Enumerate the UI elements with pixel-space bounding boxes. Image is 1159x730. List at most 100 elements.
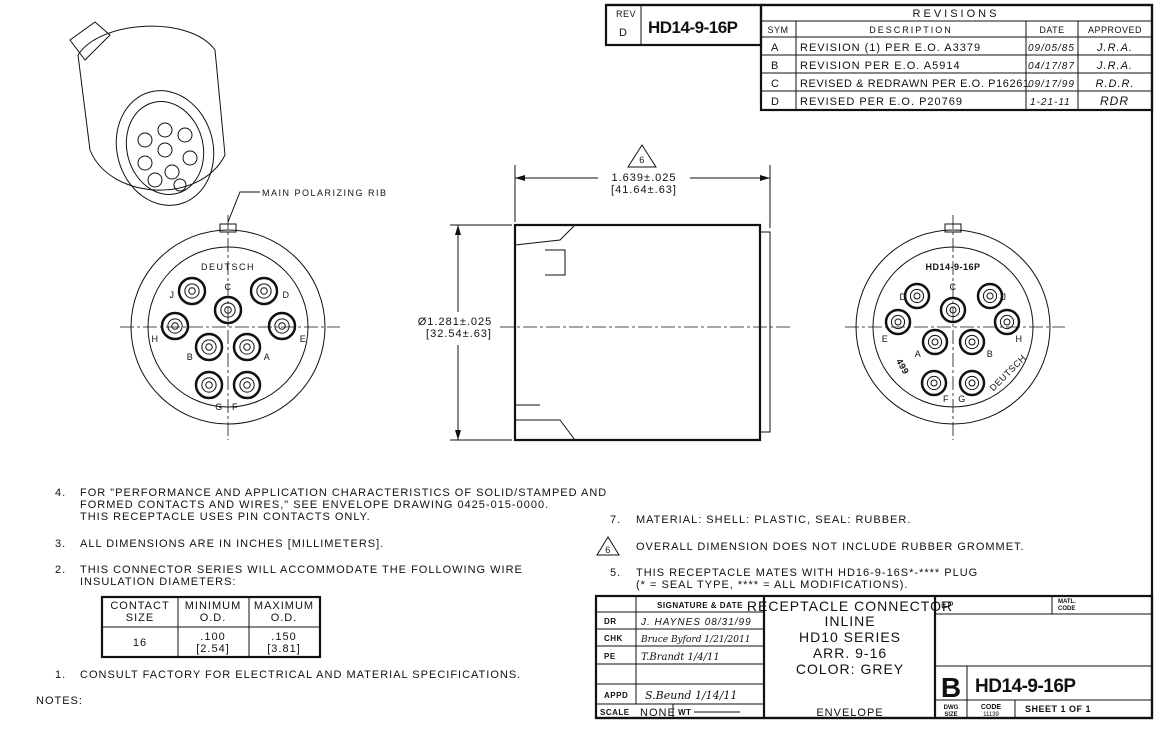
table-header: CONTACT [110,600,169,612]
title-part-number: HD14-9-16P [975,676,1076,697]
note-3-text: ALL DIMENSIONS ARE IN INCHES [MILLIMETER… [80,538,384,550]
note-6-flag: 6 [639,155,645,165]
rev-sym: C [771,78,780,90]
title-line: ARR. 9-16 [813,645,887,661]
note-5-text: (* = SEAL TYPE, **** = ALL MODIFICATIONS… [636,579,908,591]
title-block: SIGNATURE & DATE DR J. HAYNES 08/31/99 C… [594,594,1154,720]
polarizing-rib-callout: MAIN POLARIZING RIB [262,188,388,198]
table-header: MAXIMUM [254,600,314,612]
rev-description: REVISION PER E.O. A5914 [800,60,961,72]
revisions-title: REVISIONS [913,8,1000,20]
col-header-date: DATE [1039,25,1064,35]
matl-code-label: CODE [1058,606,1075,612]
note-2-text: INSULATION DIAMETERS: [80,576,236,588]
contact-label: G [958,394,966,404]
contact-cavity: B [187,332,224,362]
contact-label: A [915,349,922,359]
table-cell: .150 [271,631,296,643]
contact-cavity: G [958,369,986,404]
col-header-sym: SYM [767,25,788,35]
diameter-dimension-mm: [32.54±.63] [426,328,492,340]
note-4-text: FORMED CONTACTS AND WIRES," SEE ENVELOPE… [80,499,549,511]
side-view: 6 1.639±.025 [41.64±.63] Ø1.281±.025 [32… [418,144,790,442]
note-6-flag: 6 [605,545,611,555]
rev-approved-signature: RDR [1100,94,1129,108]
table-header: O.D. [200,612,227,624]
table-cell: .100 [200,631,225,643]
rev-date: 1-21-11 [1030,97,1071,108]
notes-heading: NOTES: [36,695,83,707]
length-dimension-mm: [41.64±.63] [611,184,677,196]
checked-by-signature: Bruce Byford 1/21/2011 [640,635,750,645]
rev-date: 04/17/87 [1028,61,1075,72]
contact-label: J [1002,292,1007,302]
rev-sym: A [771,42,779,54]
note-4-text: FOR "PERFORMANCE AND APPLICATION CHARACT… [80,487,607,499]
matl-code-label: MATL. [1058,599,1076,605]
note-5-text: THIS RECEPTACLE MATES WITH HD16-9-16S*-*… [636,567,978,579]
rev-value: D [619,27,628,39]
isometric-connector-view [69,21,226,206]
code-label: CODE [981,704,1002,711]
contact-cavity: J [170,276,207,306]
title-line: COLOR: GREY [796,661,904,677]
length-dimension: 1.639±.025 [612,172,677,184]
note-6-text: OVERALL DIMENSION DOES NOT INCLUDE RUBBE… [636,541,1025,553]
rev-label: REV [616,9,636,19]
title-line: HD10 SERIES [799,629,901,645]
contact-cavity: D [249,276,289,306]
contact-cavity: A [915,328,949,359]
contact-label: B [987,349,994,359]
note-1-number: 1. [55,669,66,681]
contact-label: H [1016,334,1023,344]
rev-sym: B [771,60,779,72]
brand-label: DEUTSCH [201,262,255,272]
table-header: O.D. [271,612,298,624]
contact-label: E [300,334,307,344]
note-4-text: THIS RECEPTACLE USES PIN CONTACTS ONLY. [80,511,371,523]
ep-label: EP [941,600,954,610]
dwg-size-label: SIZE [944,712,957,718]
contact-label: C [225,282,232,292]
contact-label: F [232,402,238,412]
revisions-table: REVISIONS SYM DESCRIPTION DATE APPROVED … [759,3,1154,112]
scale-value: NONE [640,707,676,719]
chk-label: CHK [604,634,623,643]
title-line: RECEPTACLE CONNECTOR [747,598,953,614]
rear-part-label: HD14-9-16P [925,262,980,272]
contact-cavity: C [939,282,967,324]
contact-cavity: B [958,328,994,359]
contact-cavity: A [232,332,270,362]
notes-right: 7. MATERIAL: SHELL: PLASTIC, SEAL: RUBBE… [596,514,1025,591]
table-header: SIZE [126,612,154,624]
rev-approved: J.R.A. [1096,42,1133,54]
revision-row: B REVISION PER E.O. A5914 04/17/87 J.R.A… [771,60,1133,72]
contact-cavity: G [194,370,224,412]
table-cell: [3.81] [267,643,301,655]
rev-description: REVISED & REDRAWN PER E.O. P16261 [800,78,1030,90]
rear-brand-label: DEUTSCH [988,353,1028,393]
revision-row: A REVISION (1) PER E.O. A3379 09/05/85 J… [771,42,1133,54]
revision-row: C REVISED & REDRAWN PER E.O. P16261 09/1… [771,78,1134,90]
note-2-number: 2. [55,564,66,576]
contact-cavity: E [882,308,912,344]
note-3-number: 3. [55,538,66,550]
contact-cavity: H [993,308,1023,344]
rev-approved: J.R.A. [1096,60,1133,72]
rev-sym: D [771,96,780,108]
rev-block: REV D HD14-9-16P [604,3,763,47]
col-header-approved: APPROVED [1088,25,1142,35]
appd-label: APPD [604,691,628,700]
scale-label: SCALE [600,708,630,717]
revision-row: D REVISED PER E.O. P20769 1-21-11 RDR [771,94,1129,108]
contact-cavity: D [900,282,931,310]
wt-label: WT [678,708,691,717]
sheet-number: SHEET 1 OF 1 [1025,704,1091,714]
contact-label: E [882,334,889,344]
col-header-description: DESCRIPTION [869,25,953,35]
contact-label: G [215,402,223,412]
contact-label: C [950,282,957,292]
diameter-dimension: Ø1.281±.025 [418,316,493,328]
